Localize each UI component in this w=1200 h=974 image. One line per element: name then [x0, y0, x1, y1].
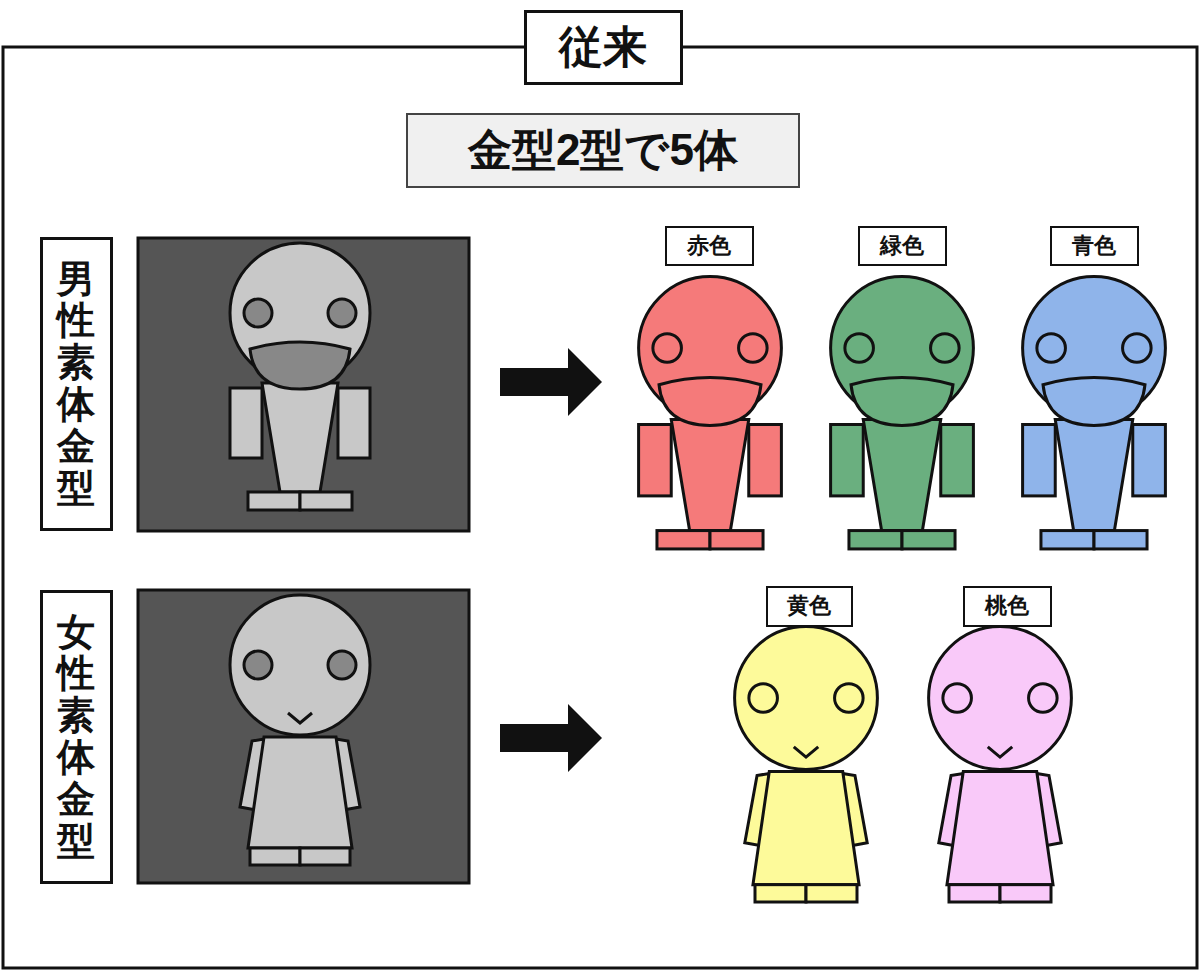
- figure-mouth: [794, 747, 818, 757]
- figure-mouth: [659, 378, 761, 426]
- title-box: 従来: [524, 10, 683, 85]
- male-figure: [831, 277, 974, 549]
- figure-torso: [1055, 419, 1133, 530]
- figure-eye: [749, 684, 778, 713]
- figure-arm: [230, 388, 262, 458]
- figure-eye: [931, 334, 960, 363]
- mold-block: [138, 238, 469, 531]
- color-label: 桃色: [963, 586, 1052, 627]
- label-text: 桃色: [985, 593, 1029, 618]
- figure-arm: [831, 425, 864, 496]
- figure-torso: [863, 419, 941, 530]
- female-figure: [230, 595, 370, 865]
- figure-eye: [328, 651, 356, 679]
- figure-dress: [947, 771, 1053, 884]
- figure-foot: [1094, 531, 1147, 549]
- figure-arm: [941, 425, 974, 496]
- figure-torso: [671, 419, 749, 530]
- color-label: 赤色: [665, 226, 754, 266]
- figure-arm: [1133, 425, 1166, 496]
- vertical-label-text: 女性素体金型: [57, 612, 95, 863]
- title-text: 従来: [559, 22, 647, 73]
- label-text: 金型2型で5体: [468, 125, 738, 176]
- figure-dress: [753, 771, 859, 884]
- male-figure: [1023, 277, 1166, 549]
- figure-eye: [328, 299, 356, 327]
- label-text: 緑色: [880, 233, 924, 258]
- mold-label: 女性素体金型: [40, 590, 113, 884]
- male-figure: [230, 243, 370, 510]
- figure-arm: [338, 388, 370, 458]
- figure-foot: [755, 885, 806, 902]
- figure-arm: [1023, 425, 1056, 496]
- figure-eye: [1123, 334, 1152, 363]
- figure-mouth: [988, 747, 1012, 757]
- figure-mouth: [1043, 378, 1145, 426]
- figure-dress: [248, 737, 352, 848]
- figure-foot: [1041, 531, 1094, 549]
- figure-foot: [849, 531, 902, 549]
- figure-foot: [1000, 885, 1051, 902]
- figure-eye: [1029, 684, 1058, 713]
- figure-foot: [710, 531, 763, 549]
- label-text: 黄色: [787, 593, 831, 618]
- figure-eye: [943, 684, 972, 713]
- figure-eye: [739, 334, 768, 363]
- figure-head: [735, 627, 878, 770]
- figure-arm: [639, 425, 672, 496]
- figure-foot: [300, 492, 352, 510]
- process-arrow: [500, 704, 602, 772]
- figure-foot: [902, 531, 955, 549]
- label-text: 赤色: [687, 233, 731, 258]
- female-figure: [929, 627, 1072, 902]
- subtitle-box: 金型2型で5体: [406, 113, 800, 188]
- female-figure: [735, 627, 878, 902]
- figure-eye: [835, 684, 864, 713]
- process-arrow: [500, 348, 602, 416]
- figure-foot: [806, 885, 857, 902]
- figure-foot: [300, 848, 350, 865]
- figure-eye: [244, 651, 272, 679]
- figure-foot: [949, 885, 1000, 902]
- figure-eye: [244, 299, 272, 327]
- figure-mouth: [250, 342, 350, 389]
- figure-foot: [248, 492, 300, 510]
- figure-head: [929, 627, 1072, 770]
- figure-eye: [653, 334, 682, 363]
- figure-eye: [1037, 334, 1066, 363]
- mold-block: [138, 590, 469, 883]
- mold-label: 男性素体金型: [40, 237, 113, 531]
- color-label: 黄色: [766, 586, 853, 627]
- figure-torso: [262, 383, 338, 492]
- figure-arm: [749, 425, 782, 496]
- vertical-label-text: 男性素体金型: [57, 259, 95, 510]
- figure-eye: [845, 334, 874, 363]
- color-label: 青色: [1050, 226, 1139, 266]
- color-label: 緑色: [858, 226, 947, 266]
- figure-head: [230, 595, 370, 735]
- figure-foot: [250, 848, 300, 865]
- figure-mouth: [288, 713, 312, 723]
- outer-frame: [3, 47, 1197, 968]
- male-figure: [639, 277, 782, 549]
- figure-foot: [657, 531, 710, 549]
- figure-mouth: [851, 378, 953, 426]
- label-text: 青色: [1072, 233, 1116, 258]
